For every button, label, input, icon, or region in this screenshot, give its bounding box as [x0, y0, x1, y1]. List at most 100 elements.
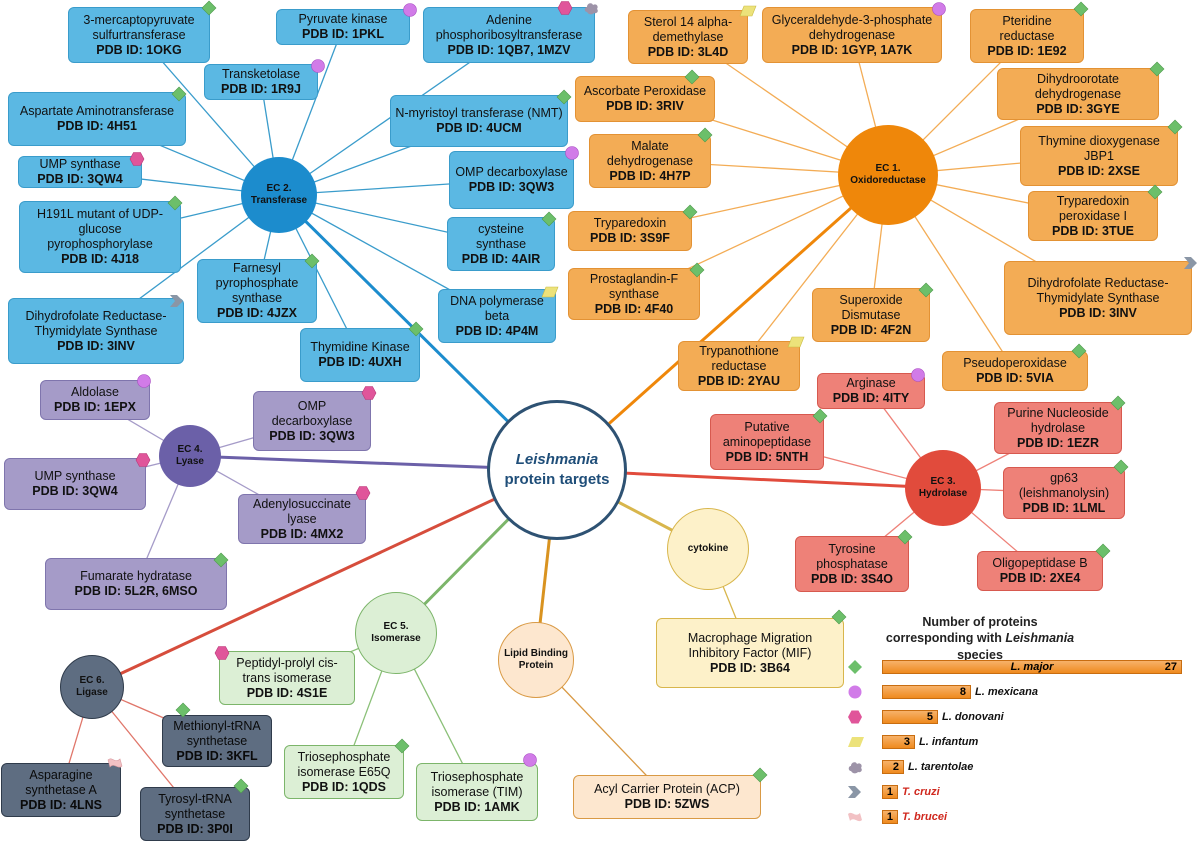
protein-name: Methionyl-tRNA synthetase — [173, 718, 261, 748]
hub-ligase: EC 6. Ligase — [60, 655, 124, 719]
pdb-id: PDB ID: 3S4O — [811, 571, 893, 586]
legend-title: Number of proteins corresponding with Le… — [880, 614, 1080, 663]
pdb-id: PDB ID: 3TUE — [1052, 223, 1134, 238]
pdb-id: PDB ID: 4UXH — [318, 355, 402, 369]
pdb-id: PDB ID: 4F2N — [830, 322, 912, 337]
pdb-id: PDB ID: 3S9F — [590, 231, 670, 245]
hub-lyase: EC 4. Lyase — [159, 425, 221, 487]
protein-name: Thymidine Kinase — [310, 340, 410, 354]
center-node: Leishmania protein targets — [487, 400, 627, 540]
protein-name: Dihydroorotate dehydrogenase — [1034, 71, 1122, 101]
legend-bar: 8 — [882, 685, 971, 699]
protein-name: Pseudoperoxidase — [963, 356, 1067, 370]
pdb-id: PDB ID: 1AMK — [434, 799, 520, 814]
protein-name: UMP synthase — [39, 157, 121, 171]
pdb-id: PDB ID: 5NTH — [725, 449, 809, 464]
protein-name: Oligopeptidase B — [992, 556, 1088, 570]
protein-name: DNA polymerase beta — [450, 293, 544, 323]
legend-title-text: Number of proteins corresponding with — [885, 615, 1038, 646]
pdb-id: PDB ID: 1EZR — [1017, 435, 1099, 450]
protein-name: Fumarate hydratase — [80, 569, 192, 583]
pdb-id: PDB ID: 4J18 — [61, 252, 139, 266]
hub-transferase-label: Transferase — [250, 195, 308, 206]
hub-cytokine-label: cytokine — [687, 542, 729, 554]
pdb-id: PDB ID: 3INV — [57, 338, 135, 353]
hub-hydrolase-label: Hydrolase — [918, 488, 968, 499]
protein-name: Peptidyl-prolyl cis-trans isomerase — [236, 655, 338, 685]
protein-name: 3-mercaptopyruvate sulfurtransferase — [83, 12, 195, 42]
legend-bar: 3 — [882, 735, 915, 749]
legend-count: 1 — [886, 811, 893, 823]
protein-name: Putative aminopeptidase — [722, 419, 812, 449]
pdb-id: PDB ID: 3P0I — [157, 821, 233, 836]
protein-name: OMP decarboxylase — [455, 165, 568, 179]
legend-bar: 1 — [882, 810, 898, 824]
protein-box: gp63 (leishmanolysin)PDB ID: 1LML — [1003, 467, 1125, 519]
legend-count: 27 — [1164, 661, 1177, 673]
protein-box: Dihydrofolate Reductase-Thymidylate Synt… — [8, 298, 184, 364]
protein-name: N-myristoyl transferase (NMT) — [395, 106, 563, 120]
pdb-id: PDB ID: 3L4D — [647, 44, 729, 59]
protein-name: Farnesyl pyrophosphate synthase — [215, 261, 299, 305]
hub-oxidoreductase: EC 1. Oxidoreductase — [838, 125, 938, 225]
hub-transferase: EC 2. Transferase — [241, 157, 317, 233]
hub-lipid-binding: Lipid Binding Protein — [498, 622, 574, 698]
protein-name: H191L mutant of UDP-glucose pyrophosphor… — [37, 207, 163, 251]
protein-name: Aldolase — [71, 385, 119, 399]
protein-name: Sterol 14 alpha-demethylase — [643, 14, 733, 44]
pdb-id: PDB ID: 1OKG — [96, 42, 182, 57]
protein-name: Tyrosyl-tRNA synthetase — [158, 791, 232, 821]
pdb-id: PDB ID: 5VIA — [976, 371, 1054, 385]
pdb-id: PDB ID: 4AIR — [461, 251, 541, 266]
hub-oxidoreductase-ec: EC 1. — [875, 162, 901, 174]
hub-isomerase-ec: EC 5. — [383, 620, 409, 632]
protein-name: Malate dehydrogenase — [606, 138, 694, 168]
pdb-id: PDB ID: 2YAU — [697, 373, 781, 388]
protein-name: Triosephosphate isomerase (TIM) — [430, 769, 524, 799]
legend-markers — [848, 660, 864, 822]
pdb-id: PDB ID: 3QW3 — [468, 180, 555, 194]
hub-lyase-ec: EC 4. — [177, 443, 203, 455]
pdb-id: PDB ID: 3QW3 — [269, 428, 355, 443]
center-genus: Leishmania — [515, 450, 599, 468]
hub-transferase-ec: EC 2. — [266, 182, 292, 194]
protein-name: Triosephosphate isomerase E65Q — [297, 749, 391, 779]
protein-name: gp63 (leishmanolysin) — [1018, 470, 1110, 500]
legend-bar: 5 — [882, 710, 938, 724]
hub-oxidoreductase-label: Oxidoreductase — [850, 175, 926, 186]
pdb-id: PDB ID: 1GYP, 1A7K — [791, 42, 913, 57]
hub-connector — [91, 468, 558, 689]
hub-connector — [556, 173, 889, 472]
pdb-id: PDB ID: 5L2R, 6MSO — [74, 584, 198, 598]
legend-marker-cloud — [848, 762, 862, 774]
pdb-id: PDB ID: 3QW4 — [37, 172, 123, 186]
hub-lipid-label-1: Lipid Binding — [504, 647, 568, 659]
pdb-id: PDB ID: 4UCM — [436, 121, 522, 135]
pdb-id: PDB ID: 2XE4 — [999, 571, 1081, 585]
hub-cytokine: cytokine — [667, 508, 749, 590]
protein-name: Adenine phosphoribosyltransferase — [435, 12, 583, 42]
pdb-id: PDB ID: 3KFL — [176, 748, 258, 763]
